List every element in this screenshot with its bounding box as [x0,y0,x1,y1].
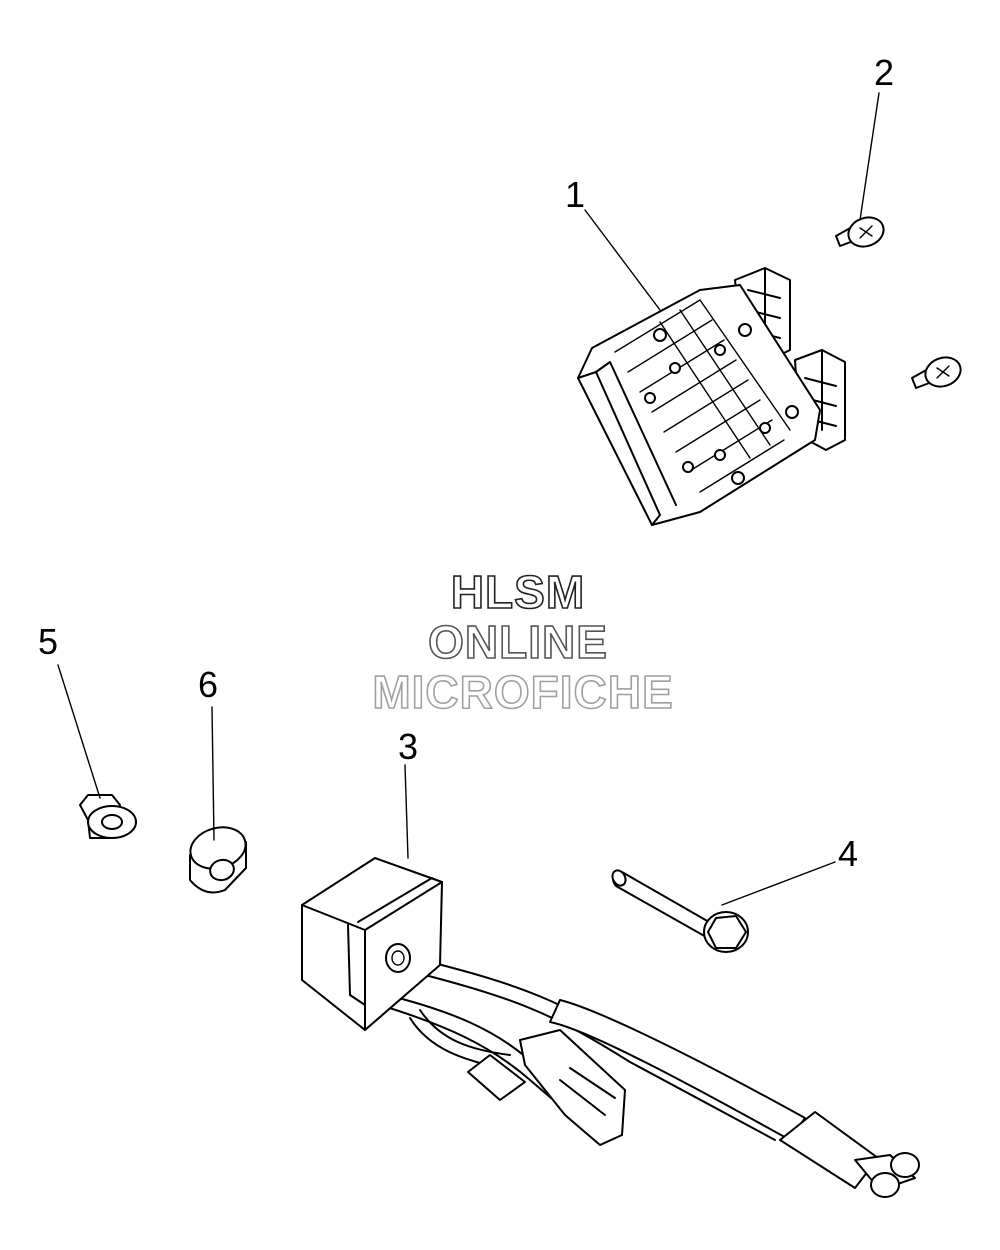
callout-5: 5 [38,621,58,662]
leader-lines [57,92,880,906]
watermark-line-1: HLSM [451,566,585,618]
part-1-voltage-regulator [577,267,846,526]
part-4-flange-bolt [611,869,749,953]
part-3-relay-module-with-harness [301,857,920,1198]
part-5-flanged-nut [79,794,137,839]
callout-4: 4 [838,833,858,874]
callout-6: 6 [198,664,218,705]
part-2-screw-upper [835,216,885,248]
watermark-line-2: ONLINE [428,616,608,668]
watermark-line-3: MICROFICHE [372,666,673,718]
part-6-spacer-bushing [189,826,247,894]
callout-1: 1 [565,174,585,215]
part-2-screw-lower [911,356,962,389]
callout-2: 2 [874,52,894,93]
callout-3: 3 [398,726,418,767]
